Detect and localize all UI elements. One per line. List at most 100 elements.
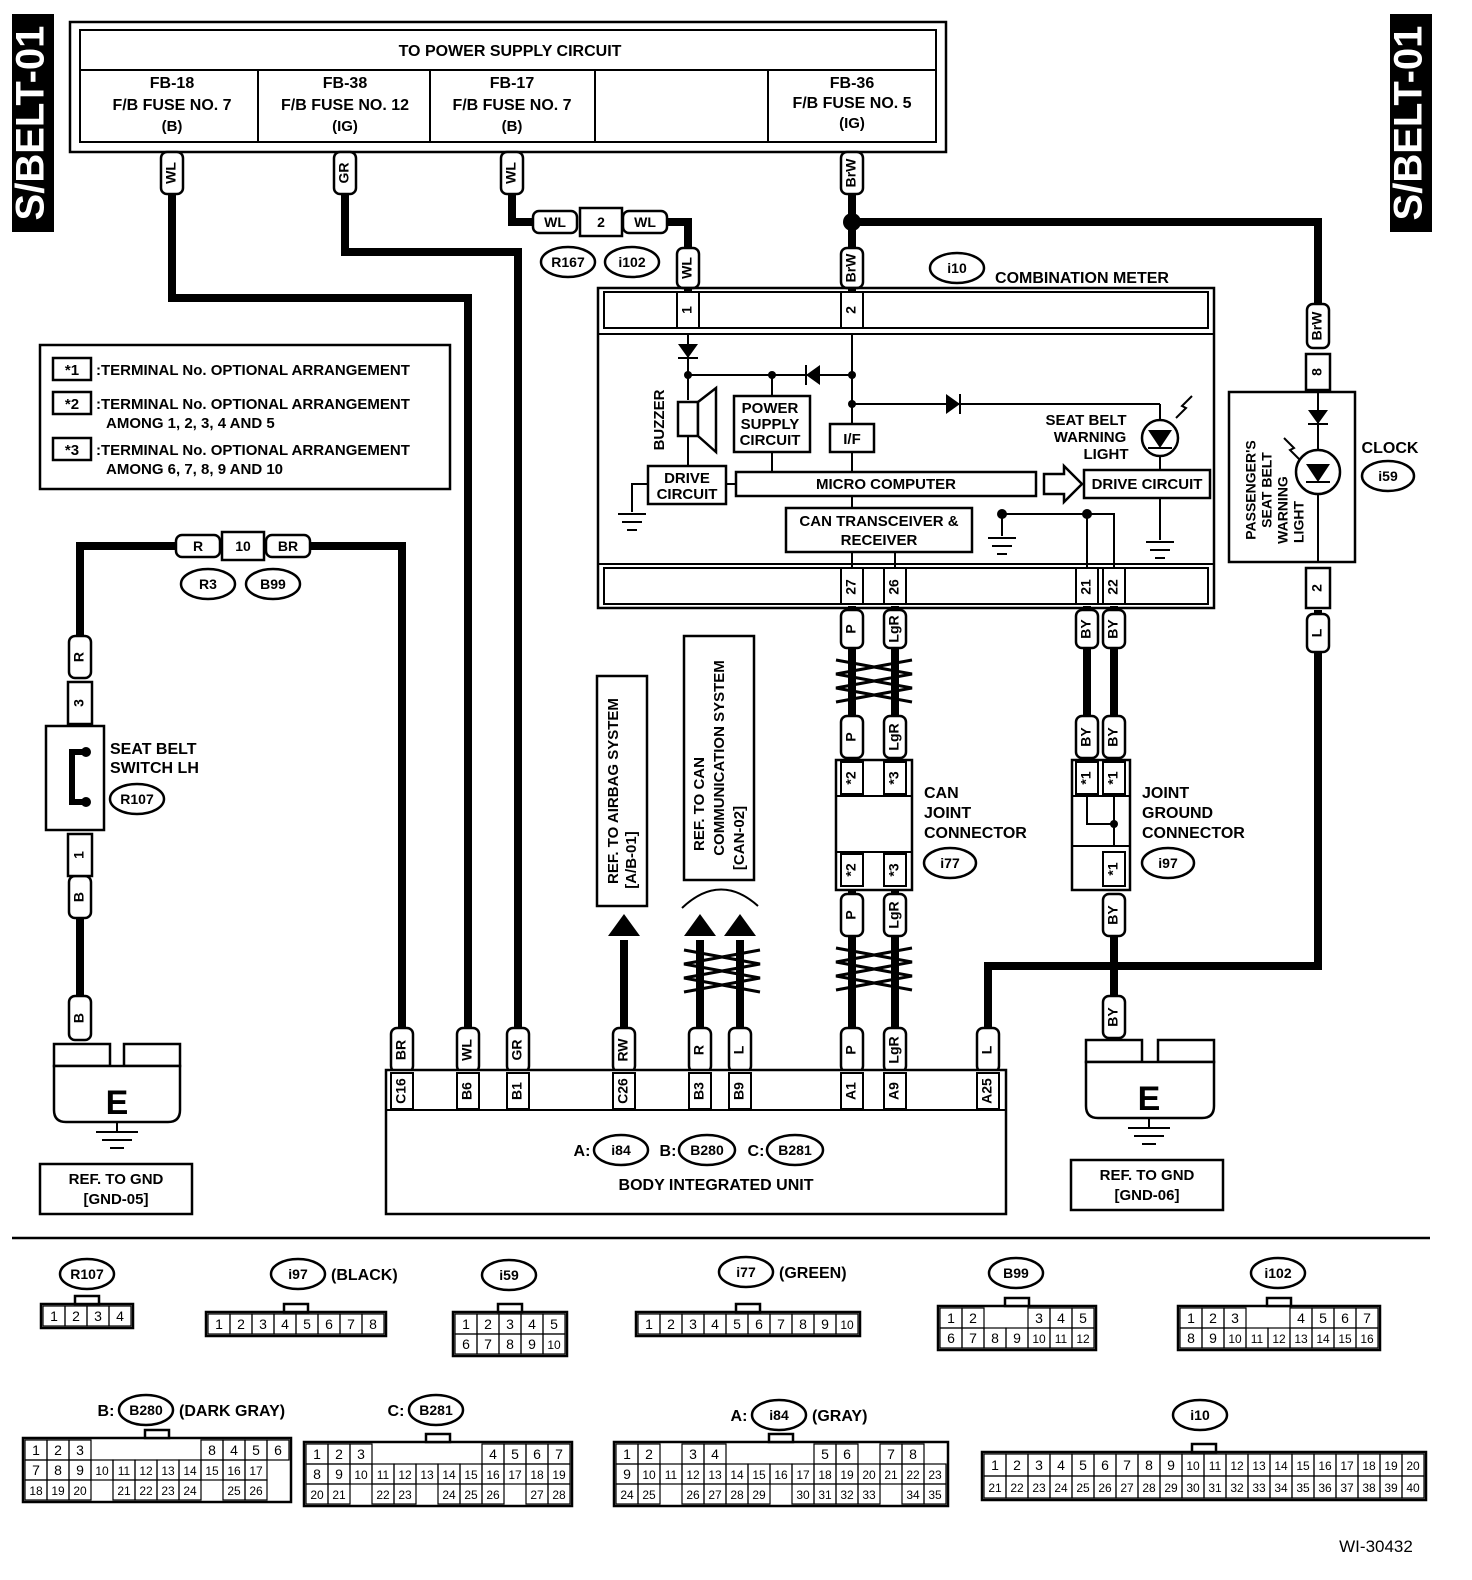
svg-text:22: 22 — [1105, 579, 1121, 595]
svg-text:RW: RW — [615, 1038, 631, 1062]
pin-number: 3 — [76, 1442, 84, 1458]
pin-number: 8 — [313, 1466, 321, 1482]
wire-label: BrW — [1305, 302, 1331, 350]
svg-text:L: L — [979, 1045, 995, 1054]
connector-color: (GRAY) — [812, 1408, 867, 1425]
pin-number: 29 — [1164, 1481, 1178, 1495]
wire-label: L — [727, 1026, 753, 1074]
pin-number: 7 — [777, 1316, 785, 1332]
svg-text:WL: WL — [544, 214, 566, 230]
pin-number: 28 — [552, 1488, 566, 1502]
pin-number: 22 — [906, 1468, 920, 1482]
wire-label: B — [67, 994, 93, 1042]
svg-text:POWER: POWER — [742, 400, 799, 417]
connector-color: (DARK GRAY) — [179, 1403, 285, 1420]
pin-number: 4 — [528, 1316, 536, 1332]
svg-text:LIGHT: LIGHT — [1291, 501, 1307, 543]
pin-number: 38 — [1362, 1481, 1376, 1495]
pin-number: 3 — [689, 1446, 697, 1462]
svg-text:26: 26 — [886, 579, 902, 595]
wire-label: L — [1305, 612, 1331, 654]
pin-number: 8 — [208, 1442, 216, 1458]
wire-label: RW — [611, 1026, 637, 1074]
connector-id: i97 — [1158, 855, 1178, 871]
inline-connector-r167-i102: WL 2 WL R167 i102 — [531, 206, 669, 279]
biu-pin: A1 — [840, 1072, 864, 1110]
svg-text:LgR: LgR — [886, 1036, 902, 1063]
biu-pin: B6 — [456, 1072, 480, 1110]
pin-number: 13 — [1252, 1459, 1266, 1473]
svg-text:[CAN-02]: [CAN-02] — [731, 806, 748, 870]
pin-number: 28 — [730, 1488, 744, 1502]
svg-text:REF. TO GND: REF. TO GND — [1100, 1167, 1195, 1184]
can-joint-connector: *2 *3 *2 *3 CAN JOINT CONNECTOR i77 — [834, 758, 1027, 892]
connector-id: i10 — [947, 260, 967, 276]
pin-number: 18 — [29, 1484, 43, 1498]
wire-label: WL — [455, 1026, 481, 1074]
svg-text:P: P — [843, 910, 859, 919]
pin-number: 2 — [72, 1308, 80, 1324]
connector-prefix: C: — [388, 1403, 405, 1420]
pin-number: 13 — [708, 1468, 722, 1482]
pin-number: 24 — [620, 1488, 634, 1502]
pin-number: 32 — [840, 1488, 854, 1502]
pin-number: 17 — [508, 1468, 522, 1482]
pin-number: 25 — [227, 1484, 241, 1498]
wire-label: WL — [675, 246, 701, 290]
connector-view-id: B99 — [1003, 1265, 1029, 1281]
pin-number: 4 — [230, 1442, 238, 1458]
svg-text:R: R — [193, 538, 203, 554]
wire-label: P — [839, 1026, 865, 1074]
svg-text:P: P — [843, 1045, 859, 1054]
svg-text:21: 21 — [1078, 579, 1094, 595]
connector-prefix: A: — [731, 1408, 748, 1425]
pin-number: 40 — [1406, 1481, 1420, 1495]
svg-text:C:: C: — [748, 1143, 765, 1160]
pin-number: 8 — [369, 1316, 377, 1332]
ground-right: E REF. TO GND [GND-06] — [1069, 1038, 1225, 1212]
connector-id: R167 — [551, 254, 585, 270]
svg-text:*1: *1 — [1105, 771, 1121, 784]
svg-text:*1: *1 — [1078, 771, 1094, 784]
wire-label: GR — [505, 1026, 531, 1074]
fuse-id: FB-36 — [830, 75, 875, 92]
pin-number: 12 — [1230, 1459, 1244, 1473]
svg-text:B9: B9 — [731, 1082, 747, 1100]
fuse-id: FB-17 — [490, 75, 535, 92]
svg-text::TERMINAL No. OPTIONAL ARRANGE: :TERMINAL No. OPTIONAL ARRANGEMENT — [96, 362, 410, 379]
pin-number: 35 — [928, 1488, 942, 1502]
pin-number: 21 — [117, 1484, 131, 1498]
notes-legend: *1 :TERMINAL No. OPTIONAL ARRANGEMENT *2… — [38, 343, 452, 491]
pin-number: 4 — [711, 1316, 719, 1332]
biu-pin: B3 — [688, 1072, 712, 1110]
svg-text:A:: A: — [574, 1143, 591, 1160]
pin-number: 2 — [1013, 1457, 1021, 1473]
svg-text:1: 1 — [679, 306, 695, 314]
pin-number: 25 — [642, 1488, 656, 1502]
pin-number: 11 — [118, 1464, 131, 1478]
pin-number: 34 — [906, 1488, 920, 1502]
svg-text:C26: C26 — [615, 1078, 631, 1104]
combination-meter: i10 COMBINATION METER 1 2 27 26 21 22 — [596, 251, 1216, 610]
biu-label: BODY INTEGRATED UNIT — [619, 1177, 814, 1194]
pin-number: 2 — [335, 1446, 343, 1462]
connector-id: i59 — [1378, 468, 1398, 484]
pin-number: 33 — [862, 1488, 876, 1502]
svg-text:CAN: CAN — [924, 785, 959, 802]
pin-number: 7 — [484, 1336, 492, 1352]
clock-label: CLOCK — [1362, 440, 1419, 457]
pin-number: 5 — [252, 1442, 260, 1458]
pin-number: 10 — [354, 1468, 368, 1482]
pin-number: 16 — [1318, 1459, 1332, 1473]
pin-number: 23 — [161, 1484, 175, 1498]
pin-number: 2 — [667, 1316, 675, 1332]
pin-number: 39 — [1384, 1481, 1398, 1495]
pin-number: 33 — [1252, 1481, 1266, 1495]
pin-number: 17 — [249, 1464, 263, 1478]
svg-text:WL: WL — [163, 162, 179, 184]
biu-pin: B9 — [728, 1072, 752, 1110]
